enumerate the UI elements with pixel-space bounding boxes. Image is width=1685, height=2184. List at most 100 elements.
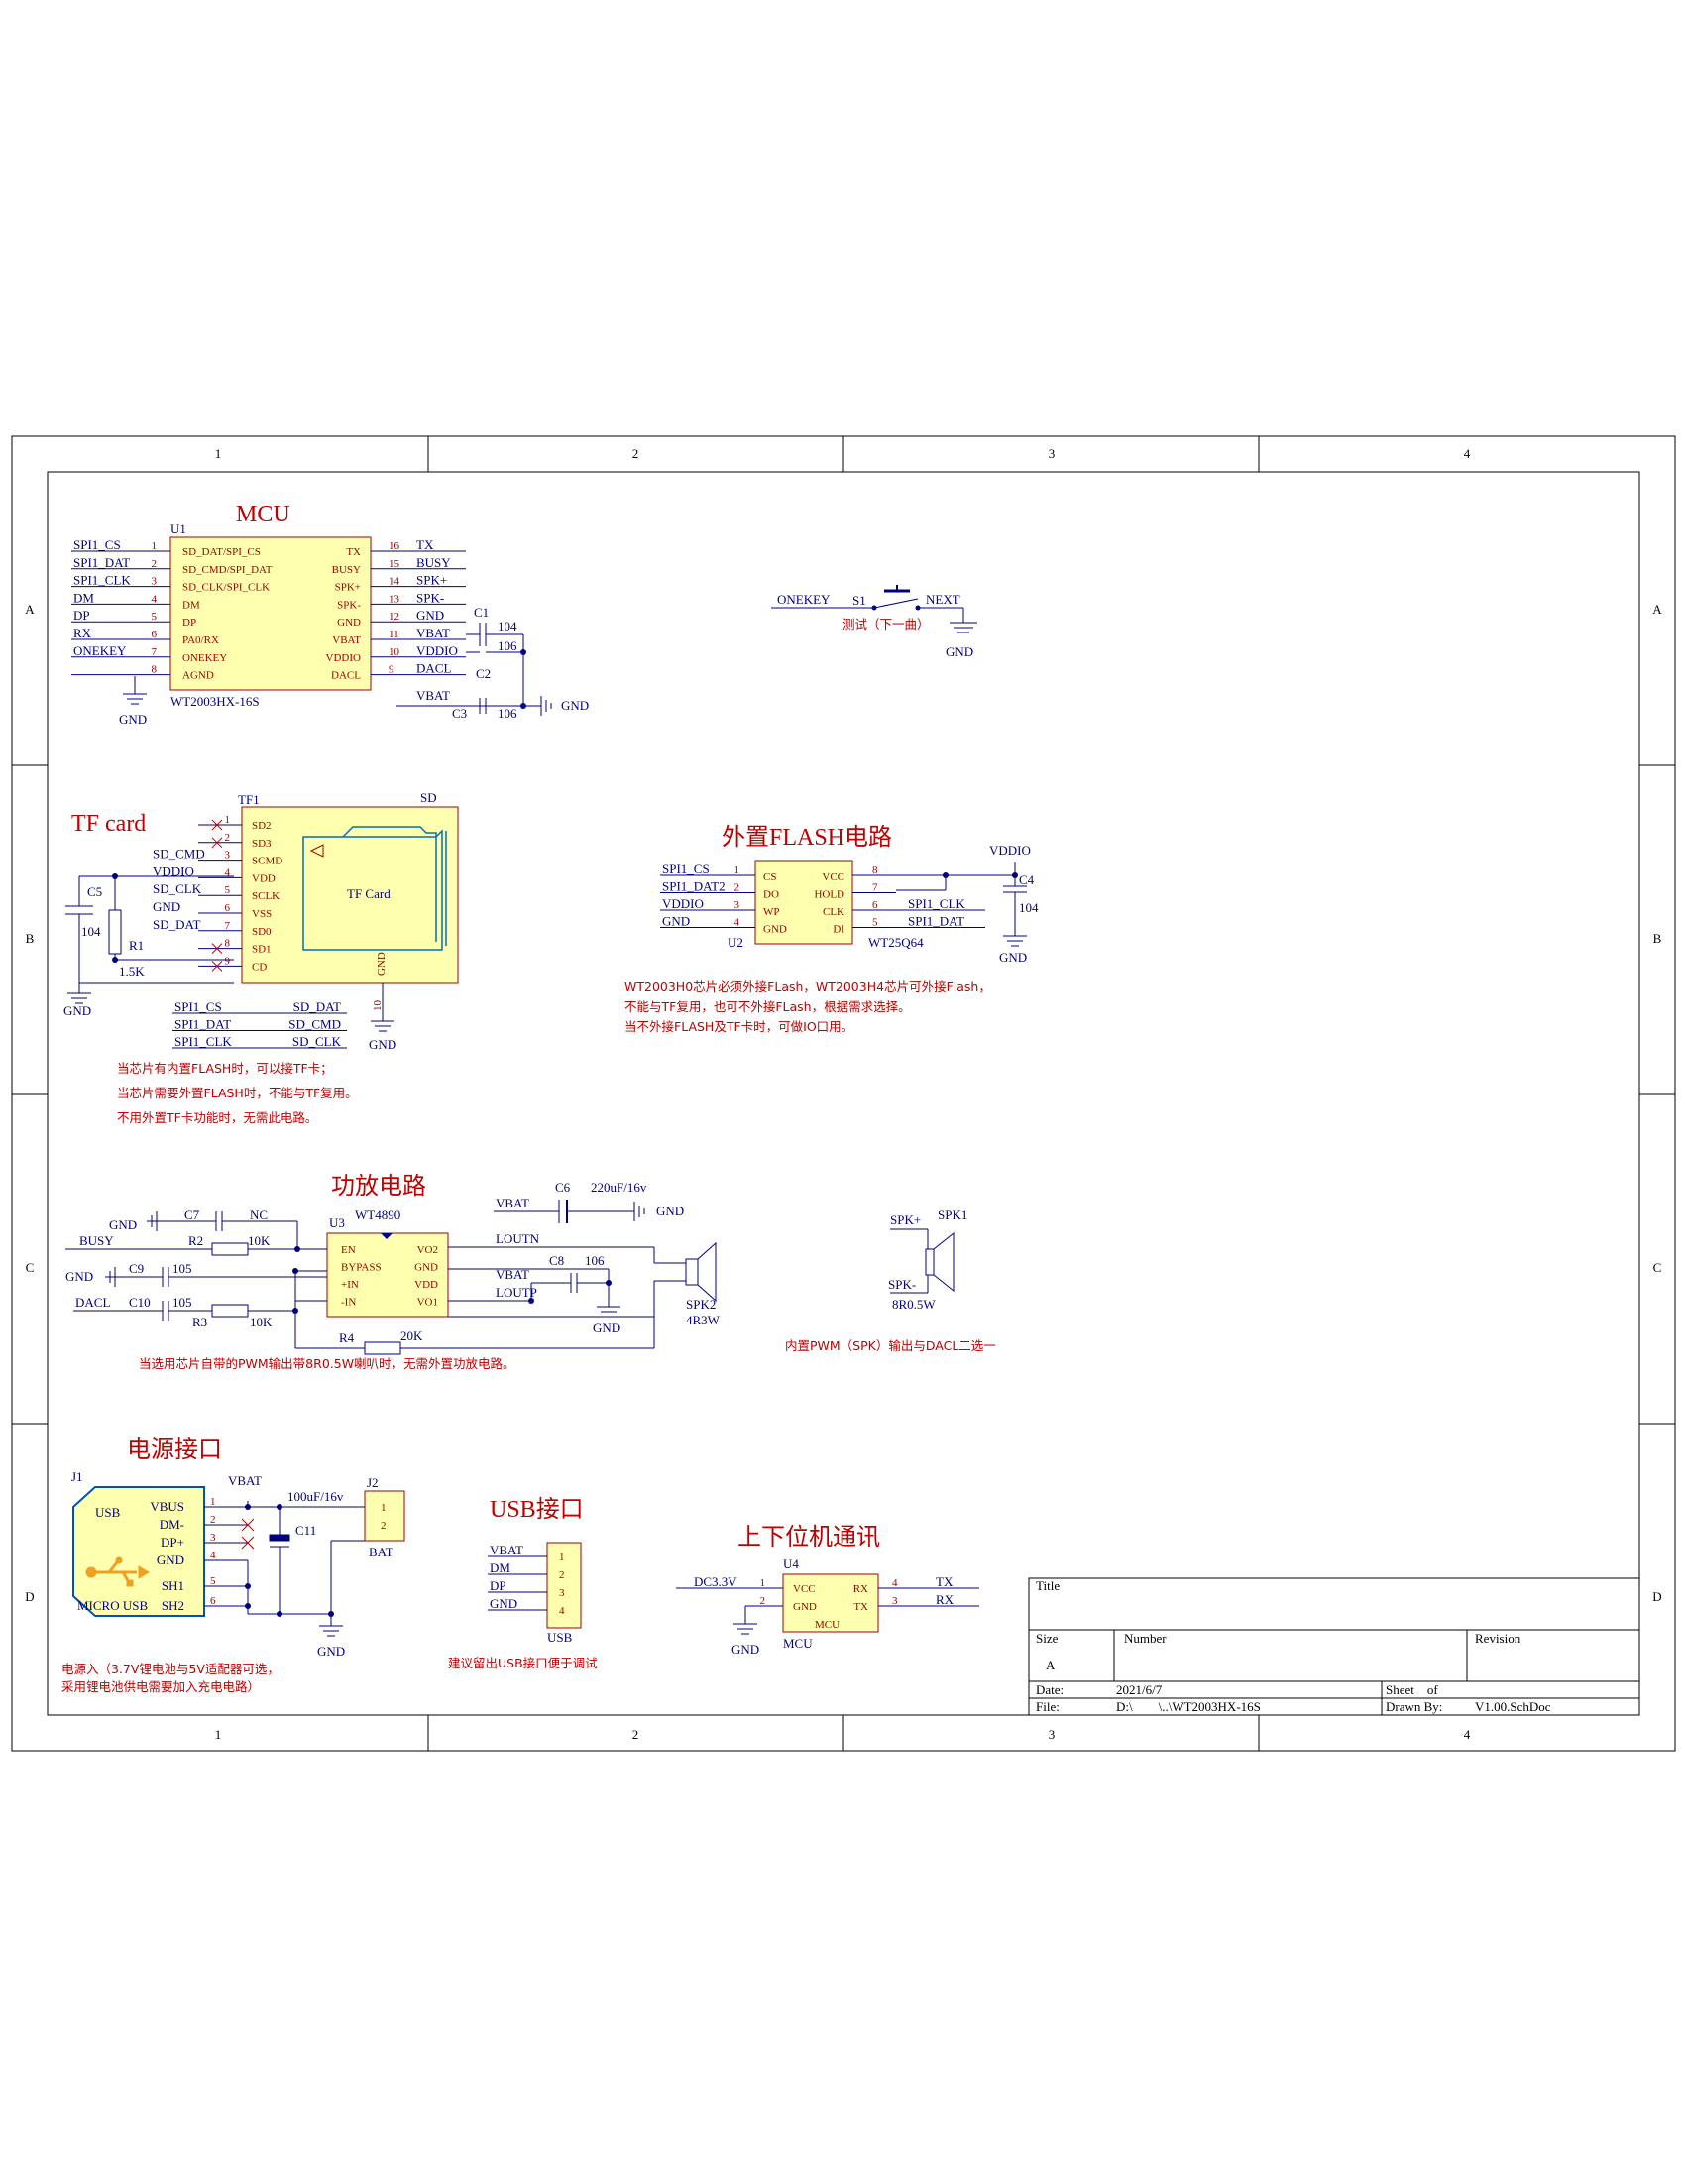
note-line: 当不外接FLASH及TF卡时，可做IO口用。 <box>624 1019 853 1034</box>
pin-number: 4 <box>210 1550 216 1561</box>
pin-number: 4 <box>225 866 231 878</box>
pin-name: GND <box>157 1552 184 1567</box>
tf1-gnd-pin-name: GND <box>376 952 388 976</box>
net-label: SPI1_CS <box>73 537 121 552</box>
j2-val: BAT <box>369 1545 393 1559</box>
c5-val: 104 <box>81 924 101 939</box>
flash-title: 外置FLASH电路 <box>722 824 892 851</box>
c4-val: 104 <box>1019 900 1039 915</box>
c9-ref: C9 <box>129 1261 144 1276</box>
row-label: A <box>25 602 35 617</box>
row-label: D <box>25 1589 34 1604</box>
no-connect-mark <box>211 837 223 849</box>
spk2-val: 4R3W <box>686 1313 721 1327</box>
pin-number: 6 <box>152 629 158 640</box>
column-label: 1 <box>215 1727 222 1742</box>
net-label: SD_CMD <box>153 847 205 862</box>
r2-val: 10K <box>248 1233 271 1248</box>
pin-number: 8 <box>152 664 158 676</box>
net-label: GND <box>153 899 180 914</box>
j2-body <box>364 1490 405 1542</box>
amp-busy: BUSY <box>79 1233 114 1248</box>
row-label: C <box>26 1260 35 1275</box>
pin-name: SCMD <box>252 856 282 867</box>
pin-number: 6 <box>225 902 231 914</box>
pin-number: 1 <box>152 540 158 552</box>
pin-name: SD0 <box>252 926 272 938</box>
r1-ref: R1 <box>129 938 144 953</box>
spk1-minus: SPK- <box>888 1277 916 1292</box>
pin-number: 1 <box>734 864 740 876</box>
pin-name: SPK+ <box>335 582 361 594</box>
amp-gnd4: GND <box>593 1321 620 1335</box>
c5-ref: C5 <box>87 884 102 899</box>
file-label: File: <box>1036 1699 1060 1714</box>
c7-ref: C7 <box>184 1207 200 1222</box>
net-label: SD_CLK <box>153 881 202 896</box>
row-label: B <box>1653 931 1662 946</box>
net-label: SPI1_CLK <box>908 896 965 911</box>
c8-val: 106 <box>585 1253 605 1268</box>
pin-name: SH2 <box>162 1598 184 1613</box>
pin-number: 6 <box>210 1595 216 1607</box>
pin-name: SH1 <box>162 1578 184 1593</box>
pin-name: SD3 <box>252 838 272 850</box>
sheet-label: Sheet of <box>1386 1682 1438 1697</box>
net-label: DP <box>490 1578 506 1593</box>
tf-gnd-left: GND <box>63 1003 91 1018</box>
j1-ref: J1 <box>71 1469 83 1484</box>
spk1-section: SPK+ SPK1 SPK- 8R0.5W 内置PWM（SPK）输出与DACL二… <box>785 1207 996 1353</box>
r4-ref: R4 <box>339 1330 355 1345</box>
net-label: SPI1_CS <box>662 862 710 876</box>
row-label: B <box>26 931 35 946</box>
pin-number: 3 <box>734 899 740 911</box>
file-value: D:\ \..\WT2003HX-16S <box>1116 1699 1261 1714</box>
j2-pin: 1 <box>381 1502 387 1514</box>
pin-number: 14 <box>389 576 400 588</box>
pin-name: CD <box>252 961 267 973</box>
u3-body <box>326 1232 449 1318</box>
c10-val: 105 <box>172 1295 192 1310</box>
pin-name: GND <box>763 924 787 936</box>
pin-number: 2 <box>734 882 740 894</box>
vbat2-label: VBAT <box>416 688 450 703</box>
row-label: C <box>1653 1260 1662 1275</box>
pin-name: GND <box>337 617 361 629</box>
pin-number: 1 <box>225 814 231 826</box>
c6-val: 220uF/16v <box>591 1180 647 1195</box>
u4-inner: MCU <box>815 1619 840 1631</box>
pin-number: 12 <box>389 611 399 623</box>
pin-number: 9 <box>225 955 231 967</box>
tf-notes: 当芯片有内置FLASH时，可以接TF卡；当芯片需要外置FLASH时，不能与TF复… <box>117 1061 358 1125</box>
tf1-ref: TF1 <box>238 792 260 807</box>
tf-card-label: TF Card <box>347 886 391 901</box>
revision-label: Revision <box>1475 1631 1521 1646</box>
pin-name: SPK- <box>337 599 361 611</box>
pin-number: 5 <box>225 884 231 896</box>
pin-number: 8 <box>225 938 231 950</box>
u2-part: WT25Q64 <box>868 935 924 950</box>
tf-gnd: GND <box>369 1037 396 1052</box>
mcu-gnd2-label: GND <box>561 698 589 713</box>
c3-ref: C3 <box>452 706 467 721</box>
pin-name: VDD <box>252 872 276 884</box>
u2-ref: U2 <box>728 935 743 950</box>
pin-name: ONEKEY <box>182 652 227 664</box>
pin-name: CS <box>763 871 776 883</box>
comm-title: 上下位机通讯 <box>737 1524 880 1551</box>
comm-gnd: GND <box>731 1642 759 1657</box>
tf1-gnd-pin-num: 10 <box>372 1000 384 1012</box>
pin-number: 1 <box>210 1496 216 1508</box>
pin-name: BUSY <box>332 564 361 576</box>
pin-number: 9 <box>389 664 394 676</box>
net-label: SD_CMD <box>288 1017 341 1032</box>
amp-section: 功放电路 WT4890 U3 ENBYPASS+IN-INVO2GNDVDDVO… <box>65 1173 721 1371</box>
pin-number: 3 <box>559 1587 565 1599</box>
j1-usb-label: USB <box>95 1505 121 1520</box>
u1-body <box>169 536 372 691</box>
